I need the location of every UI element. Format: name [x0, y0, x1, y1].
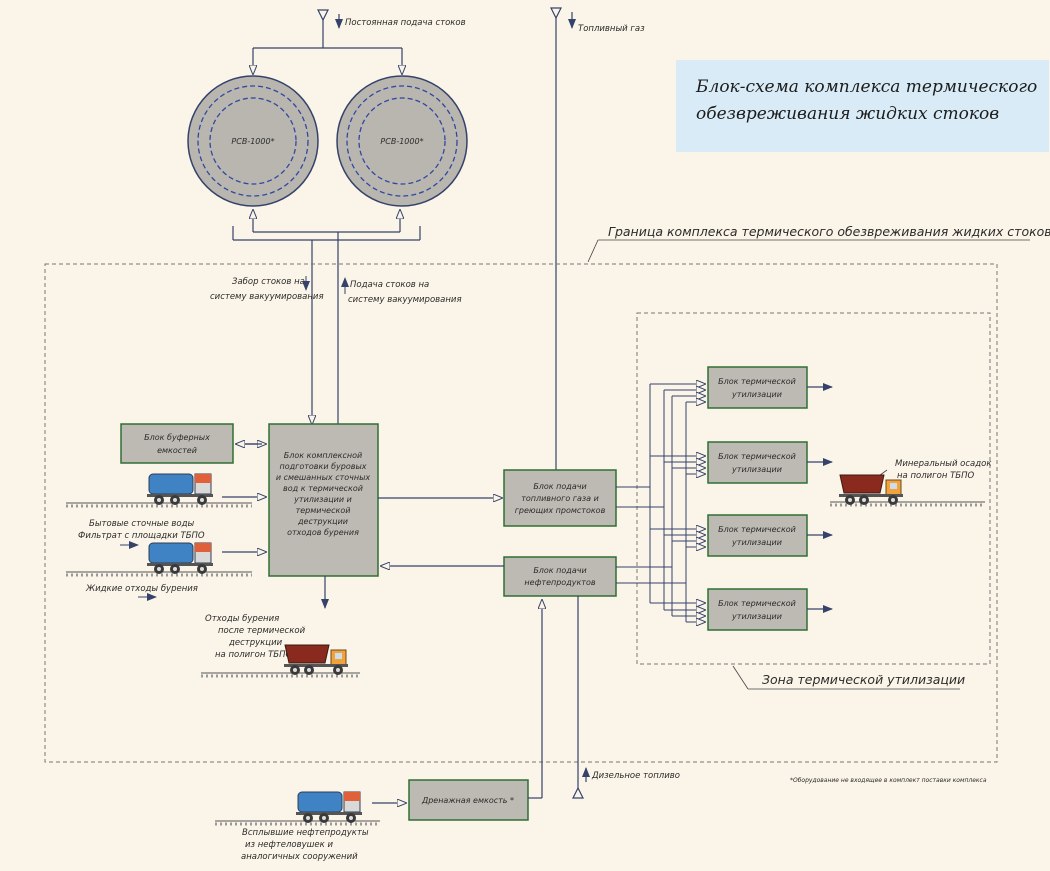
diesel-line: [572, 596, 590, 799]
thermal-block-3: Блок термической утилизации: [707, 514, 808, 557]
footnote: *Оборудование не входящее в комплект пос…: [790, 777, 987, 784]
thermal-2-line-1: Блок термической: [718, 452, 796, 461]
household-label-1: Бытовые сточные воды: [89, 519, 194, 529]
complex-block-line-5: утилизации и: [293, 495, 352, 504]
thermal-1-line-2: утилизации: [731, 390, 782, 399]
drill-waste-label-2: после термической: [218, 626, 306, 636]
title-line-1: Блок-схема комплекса термического: [696, 77, 1038, 97]
thermal-1-line-1: Блок термической: [718, 377, 796, 386]
household-label-2: Фильтрат с площадки ТБПО: [78, 531, 205, 541]
thermal-4-line-1: Блок термической: [718, 599, 796, 608]
constant-supply-flow: [253, 9, 402, 74]
floating-label-1: Всплывшие нефтепродукты: [242, 828, 369, 838]
boundary-label: Граница комплекса термического обезврежи…: [608, 224, 1050, 239]
mineral-label-2: на полигон ТБПО: [897, 471, 975, 481]
thermal-zone-boundary: [636, 312, 991, 665]
complex-preparation-block: Блок комплексной подготовки буровых и см…: [268, 423, 379, 577]
thermal-3-line-1: Блок термической: [718, 525, 796, 534]
fuel-gas-label: Топливный газ: [578, 24, 645, 34]
tank-left-label: РСВ-1000*: [231, 137, 274, 146]
complex-block-line-2: подготовки буровых: [279, 462, 366, 471]
fuel-gas-line: [550, 7, 576, 470]
thermal-block-1: Блок термической утилизации: [707, 366, 808, 409]
thermal-block-4: Блок термической утилизации: [707, 588, 808, 631]
floating-label-3: аналогичных сооружений: [241, 852, 358, 862]
supply-label-1: Подача стоков на: [350, 280, 429, 290]
intake-label-1: Забор стоков на: [232, 277, 305, 287]
complex-boundary: [44, 263, 998, 763]
drill-waste-label-1: Отходы бурения: [205, 614, 279, 624]
complex-block-line-1: Блок комплексной: [284, 451, 362, 460]
thermal-block-2: Блок термической утилизации: [707, 441, 808, 484]
title-line-2: обезвреживания жидких стоков: [696, 104, 1000, 124]
tank-return-lines: [232, 210, 421, 424]
drain-return: [372, 600, 542, 803]
fuel-block-line-2: топливного газа и: [521, 494, 599, 503]
oil-supply-block: Блок подачи нефтепродуктов: [503, 556, 617, 597]
constant-supply-label: Постоянная подача стоков: [345, 18, 466, 28]
fuel-supply-block: Блок подачи топливного газа и греющих пр…: [503, 469, 617, 527]
drill-waste-label-3: деструкции: [228, 638, 283, 648]
complex-block-line-6: термической: [296, 506, 351, 515]
tank-right: РСВ-1000*: [336, 75, 468, 207]
complex-block-line-4: вод к термической: [283, 484, 363, 493]
tank-right-label: РСВ-1000*: [380, 137, 423, 146]
thermal-4-line-2: утилизации: [731, 612, 782, 621]
thermal-3-line-2: утилизации: [731, 538, 782, 547]
intake-label-2: систему вакуумирования: [210, 292, 324, 302]
liquid-waste-label: Жидкие отходы бурения: [85, 584, 198, 594]
thermal-outputs: [807, 383, 833, 613]
buffer-block-line-1: Блок буферных: [144, 433, 210, 442]
fuel-block-line-3: греющих промстоков: [515, 506, 606, 515]
thermal-2-line-2: утилизации: [731, 465, 782, 474]
complex-block-line-7: деструкции: [297, 517, 348, 526]
drain-tank-label: Дренажная емкость *: [421, 796, 514, 805]
drain-tank-block: Дренажная емкость *: [408, 779, 529, 821]
fuel-block-line-1: Блок подачи: [533, 482, 586, 491]
complex-block-line-3: и смешанных сточных: [276, 473, 371, 482]
tank-left: РСВ-1000*: [187, 75, 319, 207]
complex-block-line-8: отходов бурения: [287, 528, 359, 537]
diagram-title: Блок-схема комплекса термического обезвр…: [676, 60, 1049, 152]
supply-label-2: систему вакуумирования: [348, 295, 462, 305]
diesel-label: Дизельное топливо: [591, 771, 680, 781]
buffer-block-line-2: емкостей: [157, 446, 197, 455]
zone-label: Зона термической утилизации: [762, 672, 965, 687]
oil-block-line-2: нефтепродуктов: [524, 578, 595, 587]
floating-label-2: из нефтеловушек и: [245, 840, 333, 850]
mineral-label-1: Минеральный осадок: [895, 459, 992, 469]
buffer-block: Блок буферных емкостей: [120, 423, 234, 464]
distribution-network: [616, 384, 705, 622]
oil-block-line-1: Блок подачи: [533, 566, 586, 575]
drill-waste-label-4: на полигон ТБПО: [215, 650, 293, 660]
